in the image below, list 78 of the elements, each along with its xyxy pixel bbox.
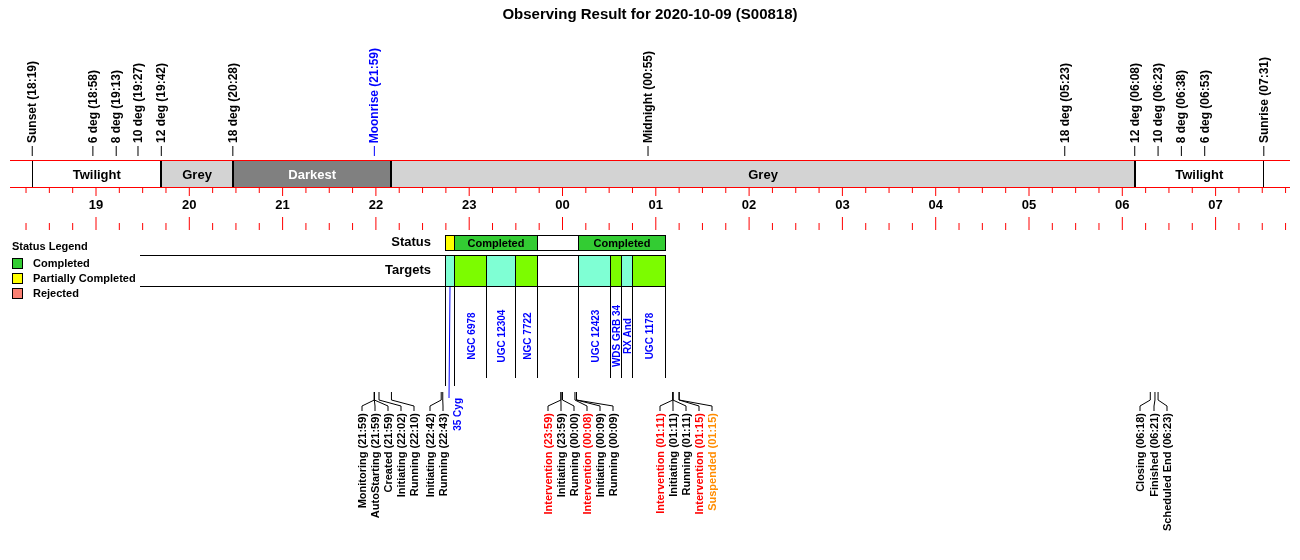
event-label: Intervention (01:15) [692, 413, 706, 515]
band-label: Grey [182, 166, 212, 182]
time-marker-label: 10 deg (19:27) [131, 62, 145, 143]
band-label: Twilight [1175, 166, 1224, 182]
event-label: Intervention (01:11) [653, 413, 667, 514]
status-bar [578, 235, 666, 251]
hour-label: 21 [275, 197, 290, 212]
time-marker-label: 10 deg (06:23) [1151, 62, 1166, 143]
target-name: RX And [622, 318, 634, 354]
event-label: Running (22:43) [436, 413, 450, 497]
target-name: NGC 7722 [521, 312, 534, 360]
chart-title: Observing Result for 2020-10-09 (S00818) [501, 5, 799, 22]
target-name: UGC 12423 [589, 309, 602, 363]
hour-label: 20 [182, 197, 197, 212]
status-label: Completed [467, 237, 525, 249]
legend-title: Status Legend [12, 240, 88, 252]
band-label: Twilight [72, 166, 121, 182]
event-label: Finished (06:21) [1147, 413, 1161, 497]
hour-label: 07 [1208, 197, 1223, 212]
target-name: UGC 1178 [644, 312, 656, 360]
event-label: Monitoring (21:59) [355, 413, 369, 509]
time-marker-label: Moonrise (21:59) [367, 47, 382, 143]
hour-label: 19 [88, 197, 104, 212]
hour-label: 06 [1115, 197, 1130, 212]
event-label: Intervention (23:59) [541, 413, 555, 515]
time-marker-label: 18 deg (05:23) [1057, 62, 1072, 143]
legend-label: Partially Completed [33, 272, 136, 284]
event-label: Initiating (22:42) [423, 413, 437, 498]
hour-label: 05 [1021, 197, 1037, 212]
hour-label: 02 [741, 197, 757, 212]
legend-label: Rejected [33, 287, 79, 299]
target-name: 35 Cyg [452, 398, 464, 431]
event-label: Initiating (00:09) [593, 413, 607, 498]
legend-label: Completed [33, 257, 90, 269]
event-label: Scheduled End (06:23) [1160, 413, 1174, 531]
event-label: Running (00:00) [567, 413, 581, 497]
event-label: Initiating (23:59) [554, 413, 568, 498]
time-marker-label: 12 deg (19:42) [154, 62, 169, 143]
hour-label: 04 [928, 197, 943, 212]
event-label: Running (22:10) [407, 413, 421, 497]
band-label: Darkest [288, 166, 336, 182]
target-name: WDS GRB 34 [611, 304, 623, 368]
time-band [161, 161, 233, 187]
leader-line [448, 286, 451, 399]
time-marker-label: 6 deg (18:58) [85, 69, 100, 143]
time-marker-label: Sunrise (07:31) [1256, 56, 1271, 143]
time-band [232, 161, 392, 187]
time-marker-label: Midnight (00:55) [641, 51, 655, 143]
hour-label: 00 [555, 197, 570, 212]
event-label: Initiating (22:02) [394, 413, 408, 498]
hour-label: 01 [648, 197, 664, 212]
event-label: Running (01:11) [679, 413, 693, 496]
time-band [32, 161, 162, 187]
hour-label: 22 [368, 197, 384, 212]
hour-label: 23 [461, 197, 477, 212]
time-marker-label: Sunset (18:19) [25, 60, 40, 143]
target-name: UGC 12304 [496, 309, 508, 363]
time-band [1134, 161, 1264, 187]
time-marker-label: 12 deg (06:08) [1127, 62, 1142, 143]
time-marker-label: 18 deg (20:28) [225, 62, 240, 143]
event-label: Created (21:59) [381, 413, 395, 493]
status-bar [454, 235, 538, 251]
event-label: AutoStarting (21:59) [368, 413, 382, 519]
event-label: Intervention (00:08) [580, 413, 594, 515]
status-label: Completed [593, 237, 651, 249]
time-marker-label: 8 deg (06:38) [1174, 69, 1189, 143]
row-label: Status [391, 234, 431, 249]
hour-label: 03 [835, 197, 850, 212]
time-marker-label: 6 deg (06:53) [1197, 69, 1212, 143]
event-label: Running (00:09) [606, 413, 620, 497]
target-name: NGC 6978 [465, 312, 478, 360]
row-label: Targets [385, 262, 431, 277]
time-marker-label: 8 deg (19:13) [109, 69, 124, 143]
time-band [391, 161, 1135, 187]
band-label: Grey [748, 166, 778, 182]
event-label: Closing (06:18) [1133, 413, 1147, 492]
event-label: Suspended (01:15) [705, 413, 719, 511]
event-label: Initiating (01:11) [666, 413, 680, 497]
